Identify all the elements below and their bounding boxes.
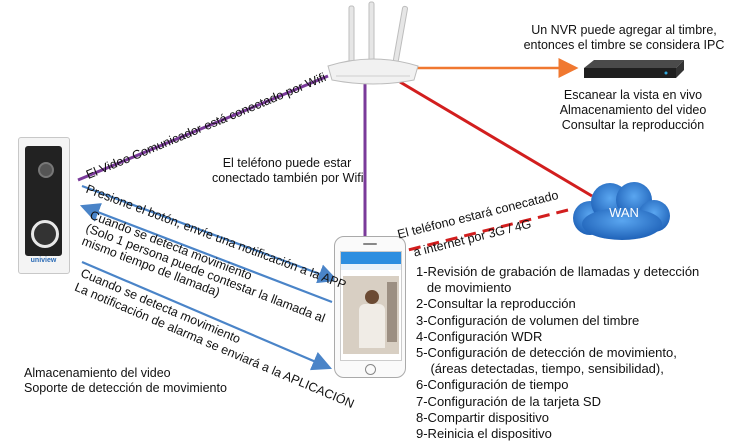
router-icon [327,1,419,85]
app-feature-item: 8-Compartir dispositivo [416,409,549,425]
nvr-function-1: Escanear la vista en vivo [563,88,703,102]
doorbell-feature-2: Soporte de detección de movimiento [24,381,227,395]
arrow-button-notification [81,184,339,284]
nvr-function-3: Consultar la reproducción [561,118,705,132]
router-wan-link [399,80,593,198]
doorbell-lens-icon [38,162,54,178]
app-features-list: 1-Revisión de grabación de llamadas y de… [416,264,699,442]
app-feature-item: (áreas detectadas, tiempo, sensibilidad)… [416,361,664,377]
live-view-image [343,276,399,354]
nvr-function-2: Almacenamiento del video [559,103,707,117]
app-feature-item: 4-Configuración WDR [416,328,543,344]
doorbell-router-link [77,74,329,182]
app-feature-item: 6-Configuración de tiempo [416,377,569,393]
nvr-note-line-1: Un NVR puede agregar al timbre, [531,23,717,37]
phone-screen [340,251,402,361]
wan-cloud-icon [573,182,670,240]
app-feature-item: 3-Configuración de volumen del timbre [416,312,640,328]
nvr-icon [584,60,684,78]
wan-label: WAN [609,205,639,220]
phone-wifi-line-2: conectado también por Wifi [212,171,364,185]
app-feature-item: 9-Reinicia el dispositivo [416,426,552,442]
doorbell-device: uniview [18,137,70,274]
phone-home-button [365,364,376,375]
wan-phone-link [383,208,569,258]
doorbell-button-icon [31,220,59,248]
arrow-call-answer [79,203,333,304]
phone-device [334,236,406,378]
app-feature-item: 7-Configuración de la tarjeta SD [416,393,601,409]
phone-wifi-line-1: El teléfono puede estar [222,156,352,170]
app-feature-item: 1-Revisión de grabación de llamadas y de… [416,264,700,279]
nvr-note-line-2: entonces el timbre se considera IPC [523,38,725,52]
app-toolbar [341,264,401,270]
phone-speaker [363,243,377,245]
app-feature-item: de movimiento [416,280,512,296]
doorbell-brand: uniview [30,257,57,264]
app-feature-item: 5-Configuración de detección de movimien… [416,345,677,361]
arrow-alarm-notification [81,260,333,371]
doorbell-feature-1: Almacenamiento del video [24,366,171,380]
app-feature-item: 2-Consultar la reproducción [416,296,576,312]
app-header-bar [341,252,401,264]
